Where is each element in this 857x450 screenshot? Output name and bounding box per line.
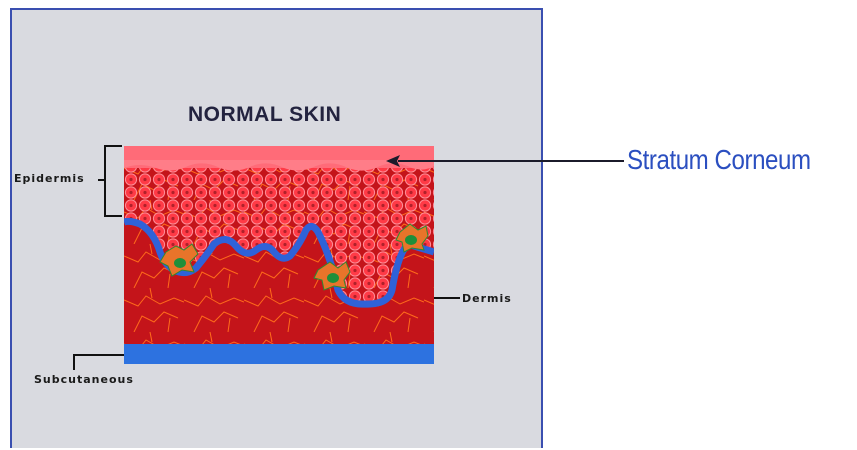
epidermis-bracket <box>105 146 122 216</box>
stratum-corneum-callout: Stratum Corneum <box>627 144 811 176</box>
subcutaneous-leader-line <box>74 355 124 370</box>
subcutaneous-layer <box>124 344 434 364</box>
label-subcutaneous: Subcutaneous <box>34 373 134 386</box>
label-dermis: Dermis <box>462 292 512 305</box>
label-epidermis: Epidermis <box>14 172 85 185</box>
